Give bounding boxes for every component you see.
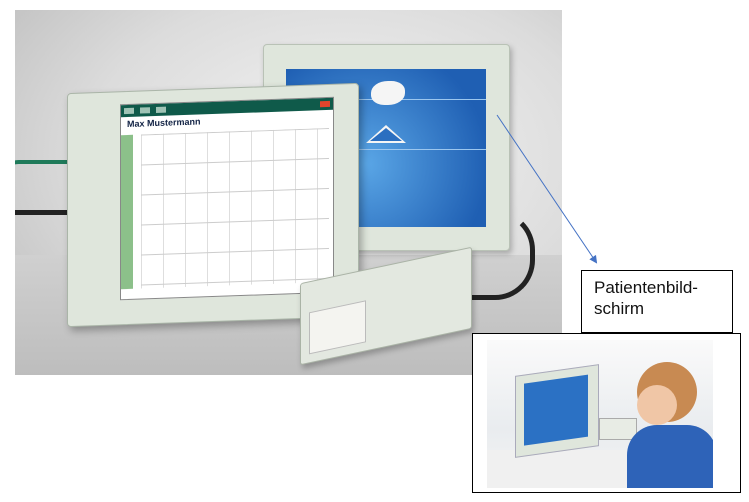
fish-icon (371, 81, 405, 105)
inset-child (627, 425, 713, 488)
network-cable (15, 160, 93, 208)
label-line-1: Patientenbild- (594, 278, 698, 297)
inset-amplifier (599, 418, 637, 440)
inset-monitor (515, 364, 599, 458)
triangle-icon (366, 125, 406, 143)
inset-photo-frame (472, 333, 741, 493)
label-line-2: schirm (594, 299, 645, 318)
patient-screen-label: Patientenbild- schirm (581, 270, 733, 333)
inset-photo-child-at-monitor (487, 340, 713, 488)
cable (15, 210, 95, 250)
product-photo: Max Mustermann (15, 10, 562, 375)
